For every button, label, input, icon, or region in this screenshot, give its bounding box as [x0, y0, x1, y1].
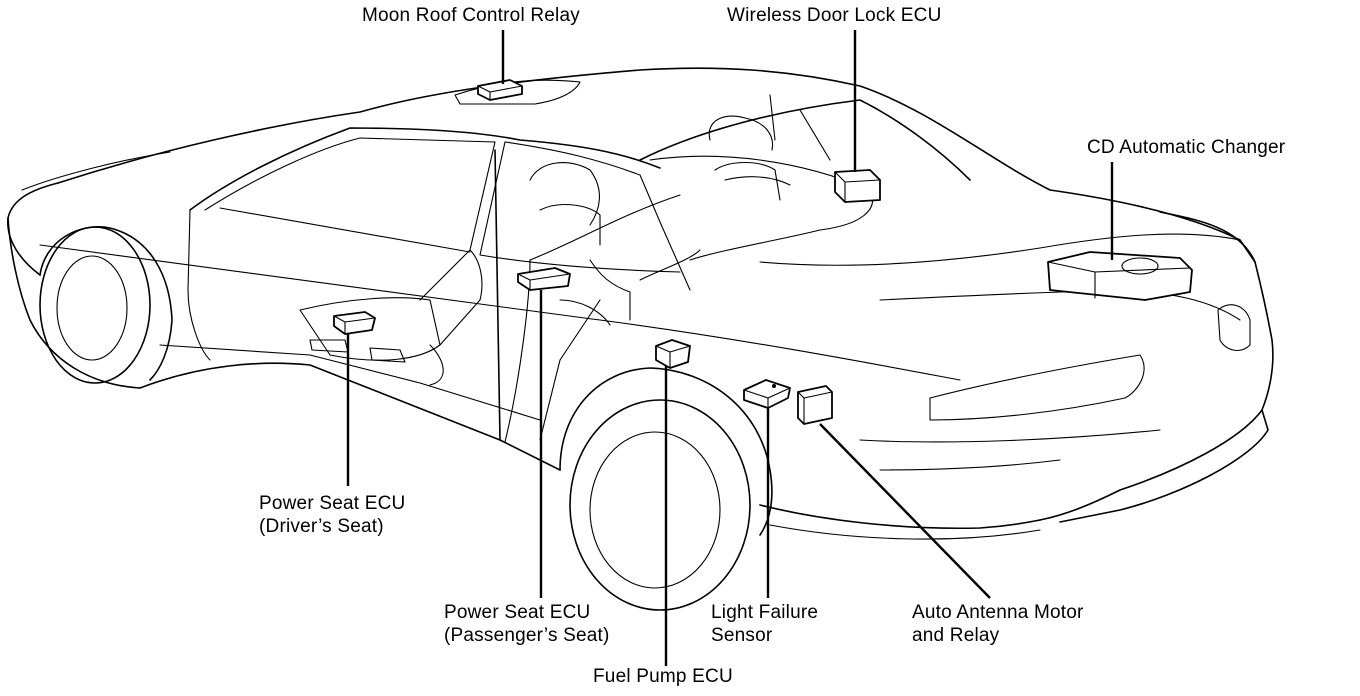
cd-changer-component: [1047, 251, 1193, 301]
label-light-failure-sensor: Light Failure Sensor: [711, 602, 819, 646]
front-wheel: [39, 226, 173, 384]
label-moon-roof-relay: Moon Roof Control Relay: [362, 5, 580, 26]
label-auto-antenna-motor-relay: Auto Antenna Motor and Relay: [912, 602, 1084, 646]
auto-antenna-component: [797, 385, 833, 425]
rear-wheel: [559, 367, 773, 611]
car-cabin: [187, 79, 971, 443]
car-body: [7, 67, 1274, 540]
leader-auto-antenna: [819, 423, 991, 599]
label-cd-automatic-changer: CD Automatic Changer: [1087, 137, 1286, 158]
power-seat-driver-component: [333, 311, 376, 335]
label-wireless-door-lock-ecu: Wireless Door Lock ECU: [727, 5, 942, 26]
power-seat-passenger-component: [517, 267, 571, 291]
fuel-pump-component: [655, 339, 691, 369]
label-power-seat-ecu-passenger: Power Seat ECU (Passenger’s Seat): [444, 602, 610, 646]
moon-roof-relay-component: [477, 79, 523, 101]
wireless-door-lock-component: [834, 169, 881, 203]
label-power-seat-ecu-driver: Power Seat ECU (Driver’s Seat): [259, 493, 406, 537]
light-failure-component: [743, 379, 791, 409]
leader-lines: [346, 30, 1114, 666]
label-fuel-pump-ecu: Fuel Pump ECU: [593, 666, 733, 687]
